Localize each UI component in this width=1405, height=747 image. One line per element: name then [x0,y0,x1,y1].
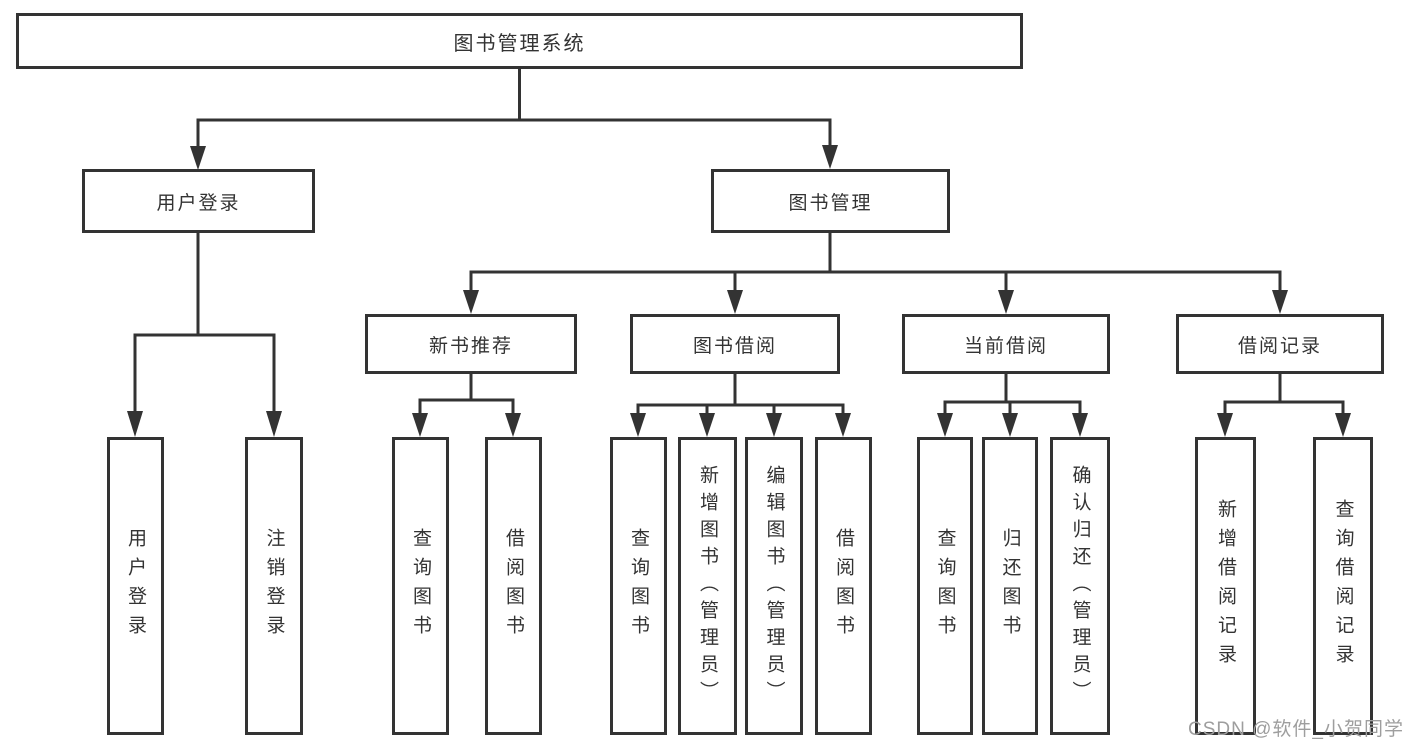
leaf-confirm-return-admin: 确认归还（管理员） [1050,437,1110,735]
leaf-add-borrow-record-label: 新增借阅记录 [1215,499,1236,673]
arrowheads-book-management-to-level2 [463,290,1288,314]
node-borrow-records: 借阅记录 [1176,314,1384,374]
node-book-management: 图书管理 [711,169,950,233]
leaf-return-books: 归还图书 [982,437,1038,735]
connector-new-book-to-leaves [418,372,515,416]
node-current-borrow-label: 当前借阅 [963,335,1048,357]
leaf-add-books-admin: 新增图书（管理员） [678,437,737,735]
node-user-login-label: 用户登录 [156,192,241,214]
leaf-borrow-books: 借阅图书 [815,437,872,735]
leaf-query-books-current: 查询图书 [917,437,973,735]
leaf-add-borrow-record: 新增借阅记录 [1195,437,1256,735]
leaf-borrow-books-recommend: 借阅图书 [485,437,542,735]
leaf-logout-label: 注销登录 [263,528,285,644]
leaf-edit-books-admin: 编辑图书（管理员） [745,437,803,735]
connector-user-login-to-leaves [133,231,276,414]
connector-borrow-record-to-leaves [1223,372,1345,416]
arrowheads-user-login-to-leaves [127,411,282,437]
arrowheads-borrow-record-to-leaves [1217,413,1351,437]
leaf-confirm-return-admin-label: 确认归还（管理员） [1069,464,1091,708]
leaf-query-borrow-record: 查询借阅记录 [1313,437,1373,735]
node-new-book-recommend-label: 新书推荐 [428,335,513,357]
node-book-management-label: 图书管理 [788,192,873,214]
leaf-user-login: 用户登录 [107,437,164,735]
arrowheads-current-borrow-to-leaves [937,413,1088,437]
leaf-user-login-label: 用户登录 [125,528,146,644]
node-new-book-recommend: 新书推荐 [365,314,577,374]
node-current-borrow: 当前借阅 [902,314,1110,374]
leaf-query-books-recommend-label: 查询图书 [410,528,431,644]
leaf-borrow-books-recommend-label: 借阅图书 [503,528,524,644]
node-user-login: 用户登录 [82,169,315,233]
leaf-borrow-books-label: 借阅图书 [833,528,854,644]
connector-book-management-to-level2 [469,231,1282,293]
leaf-edit-books-admin-label: 编辑图书（管理员） [763,464,785,708]
arrowheads-root-to-level1 [190,145,838,170]
leaf-add-books-admin-label: 新增图书（管理员） [697,464,718,708]
node-book-borrow: 图书借阅 [630,314,840,374]
node-root-system: 图书管理系统 [16,13,1023,69]
node-root-label: 图书管理系统 [453,32,586,55]
leaf-query-borrow-record-label: 查询借阅记录 [1332,499,1354,673]
leaf-query-books-recommend: 查询图书 [392,437,449,735]
connector-current-borrow-to-leaves [943,372,1082,416]
connector-root-to-level1 [196,67,832,149]
watermark: CSDN @软件_小贺同学 [1188,719,1404,740]
leaf-query-books-current-label: 查询图书 [934,528,956,644]
leaf-return-books-label: 归还图书 [999,528,1021,644]
connector-book-borrow-to-leaves [636,372,845,416]
node-borrow-records-label: 借阅记录 [1237,335,1322,357]
arrowheads-new-book-to-leaves [412,413,521,437]
leaf-query-books-borrow-label: 查询图书 [628,528,649,644]
arrowheads-book-borrow-to-leaves [630,413,851,437]
node-book-borrow-label: 图书借阅 [692,335,777,357]
leaf-logout: 注销登录 [245,437,303,735]
leaf-query-books-borrow: 查询图书 [610,437,667,735]
